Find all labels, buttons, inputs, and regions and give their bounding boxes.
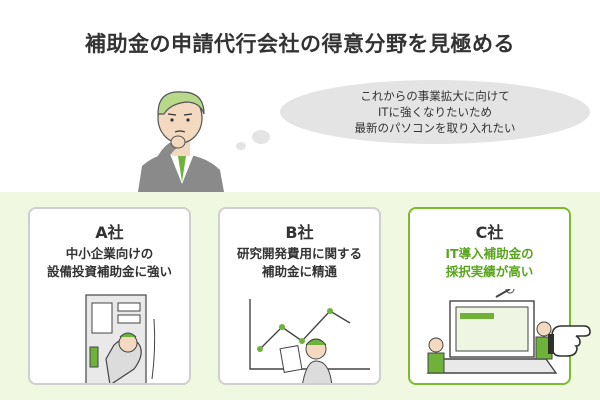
thought-line: ITに強くなりたいため: [378, 105, 492, 119]
researcher-graph-illustration: [249, 299, 370, 383]
thought-dot-large: [252, 130, 270, 144]
thought-line: 最新のパソコンを取り入れたい: [354, 121, 516, 135]
pointing-hand-icon: [548, 325, 591, 357]
company-card-b: B社 研究開発費用に関する 補助金に精通: [218, 207, 381, 385]
company-name: C社: [475, 223, 504, 242]
technician-machine-illustration: [85, 294, 156, 383]
company-card-c: C社 IT導入補助金の 採択実績が高い: [408, 207, 571, 385]
company-name: A社: [95, 223, 124, 242]
company-name: B社: [285, 223, 314, 242]
thought-bubble: これからの事業拡大に向けて ITに強くなりたいため 最新のパソコンを取り入れたい: [280, 80, 590, 144]
company-strength: IT導入補助金の 採択実績が高い: [445, 246, 534, 279]
thought-dot-small: [236, 142, 246, 150]
company-card-a: A社 中小企業向けの 設備投資補助金に強い: [28, 207, 191, 385]
thought-line: これからの事業拡大に向けて: [360, 89, 510, 103]
thinking-businessman-illustration: [138, 91, 224, 192]
company-strength: 中小企業向けの 設備投資補助金に強い: [46, 246, 172, 279]
company-strength: 研究開発費用に関する 補助金に精通: [236, 246, 362, 279]
page-title: 補助金の申請代行会社の得意分野を見極める: [85, 32, 515, 56]
